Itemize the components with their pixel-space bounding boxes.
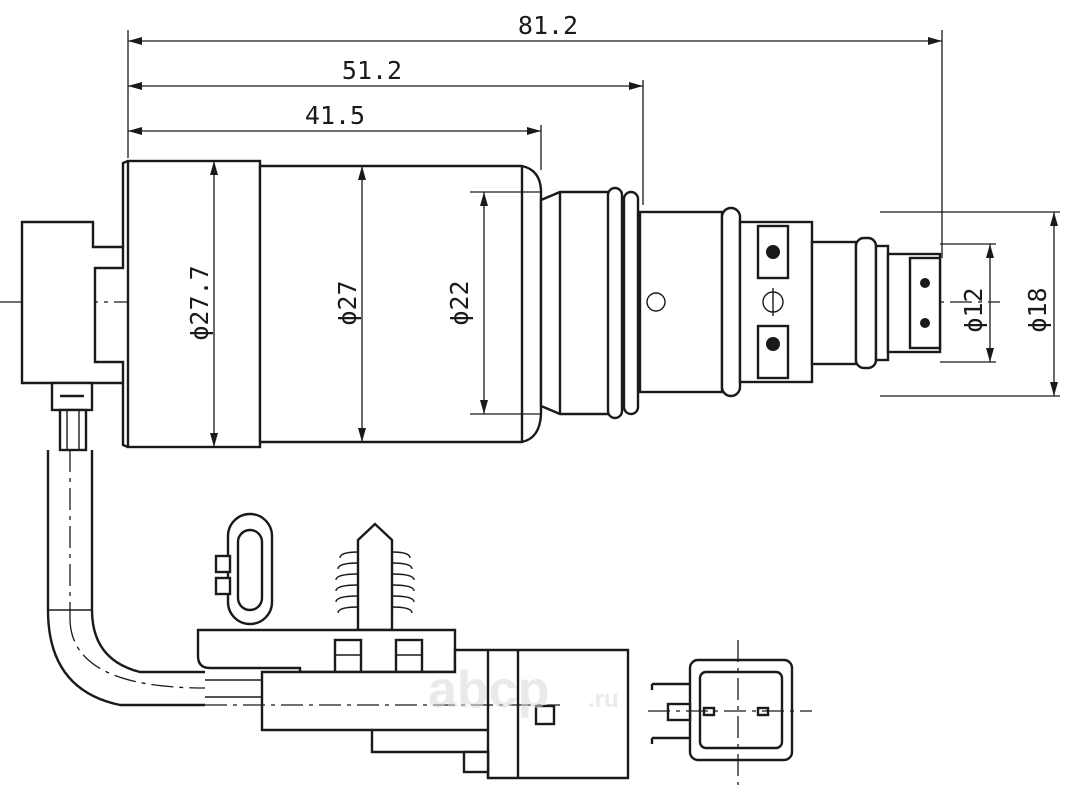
length-dimensions [127, 30, 943, 258]
dim-dia-body: ϕ27 [333, 280, 362, 325]
abcp-watermark: abcp .ru [428, 661, 619, 719]
dim-dia-coil: ϕ27.7 [185, 265, 214, 340]
tip-diameter-dims [880, 211, 1060, 397]
watermark-brand: abcp [428, 661, 549, 719]
dim-dia-seal: ϕ18 [1023, 287, 1052, 332]
dim-overall-length: 81.2 [518, 11, 578, 40]
connector-housing [20, 159, 129, 449]
body-diameter-dims [210, 161, 541, 447]
dim-dia-neck: ϕ22 [445, 280, 474, 325]
dim-body-length: 41.5 [305, 101, 365, 130]
coil-body [126, 159, 543, 449]
valve-mid-section [720, 206, 942, 398]
plug-connector [196, 512, 630, 780]
connector-face-view [648, 640, 812, 785]
valve-neck [539, 186, 724, 420]
dim-length-to-ring: 51.2 [342, 56, 402, 85]
wire-harness [46, 408, 262, 707]
dim-dia-tip: ϕ12 [959, 287, 988, 332]
watermark-domain: .ru [588, 686, 619, 713]
